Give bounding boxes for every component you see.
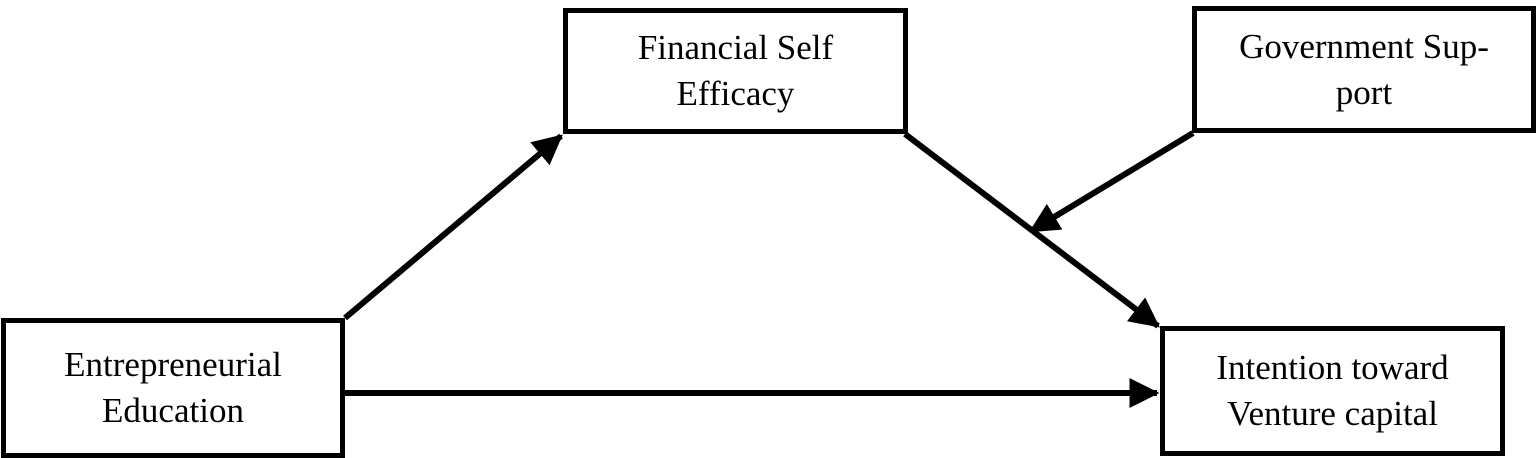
node-intention-toward-venture-capital: Intention toward Venture capital bbox=[1160, 326, 1505, 456]
node-government-support-label: Government Sup- port bbox=[1239, 26, 1489, 112]
node-entrepreneurial-education-label: Entrepreneurial Education bbox=[64, 345, 282, 430]
arrow-education-to-efficacy bbox=[343, 133, 563, 321]
arrow-support-moderation bbox=[1028, 130, 1195, 234]
node-entrepreneurial-education: Entrepreneurial Education bbox=[1, 318, 345, 458]
node-government-support: Government Sup- port bbox=[1192, 6, 1536, 133]
node-intention-toward-venture-capital-label: Intention toward Venture capital bbox=[1216, 348, 1449, 433]
node-financial-self-efficacy: Financial Self Efficacy bbox=[563, 8, 908, 134]
node-financial-self-efficacy-label: Financial Self Efficacy bbox=[637, 28, 834, 113]
